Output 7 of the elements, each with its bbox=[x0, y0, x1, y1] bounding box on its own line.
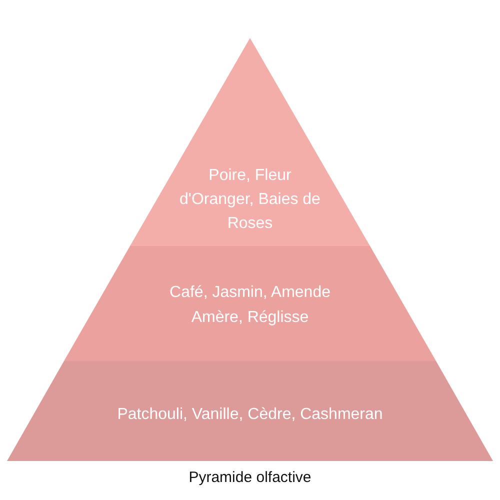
pyramid-tier bbox=[7, 361, 493, 461]
caption: Pyramide olfactive bbox=[188, 468, 312, 488]
tier-label: Poire, Fleur d'Oranger, Baies de Roses bbox=[178, 166, 322, 234]
pyramid-tier bbox=[64, 246, 436, 361]
pyramid-tier bbox=[130, 38, 370, 246]
tier-label: Patchouli, Vanille, Cèdre, Cashmeran bbox=[117, 405, 383, 425]
tier-label: Café, Jasmin, Amende Amère, Réglisse bbox=[168, 283, 332, 328]
